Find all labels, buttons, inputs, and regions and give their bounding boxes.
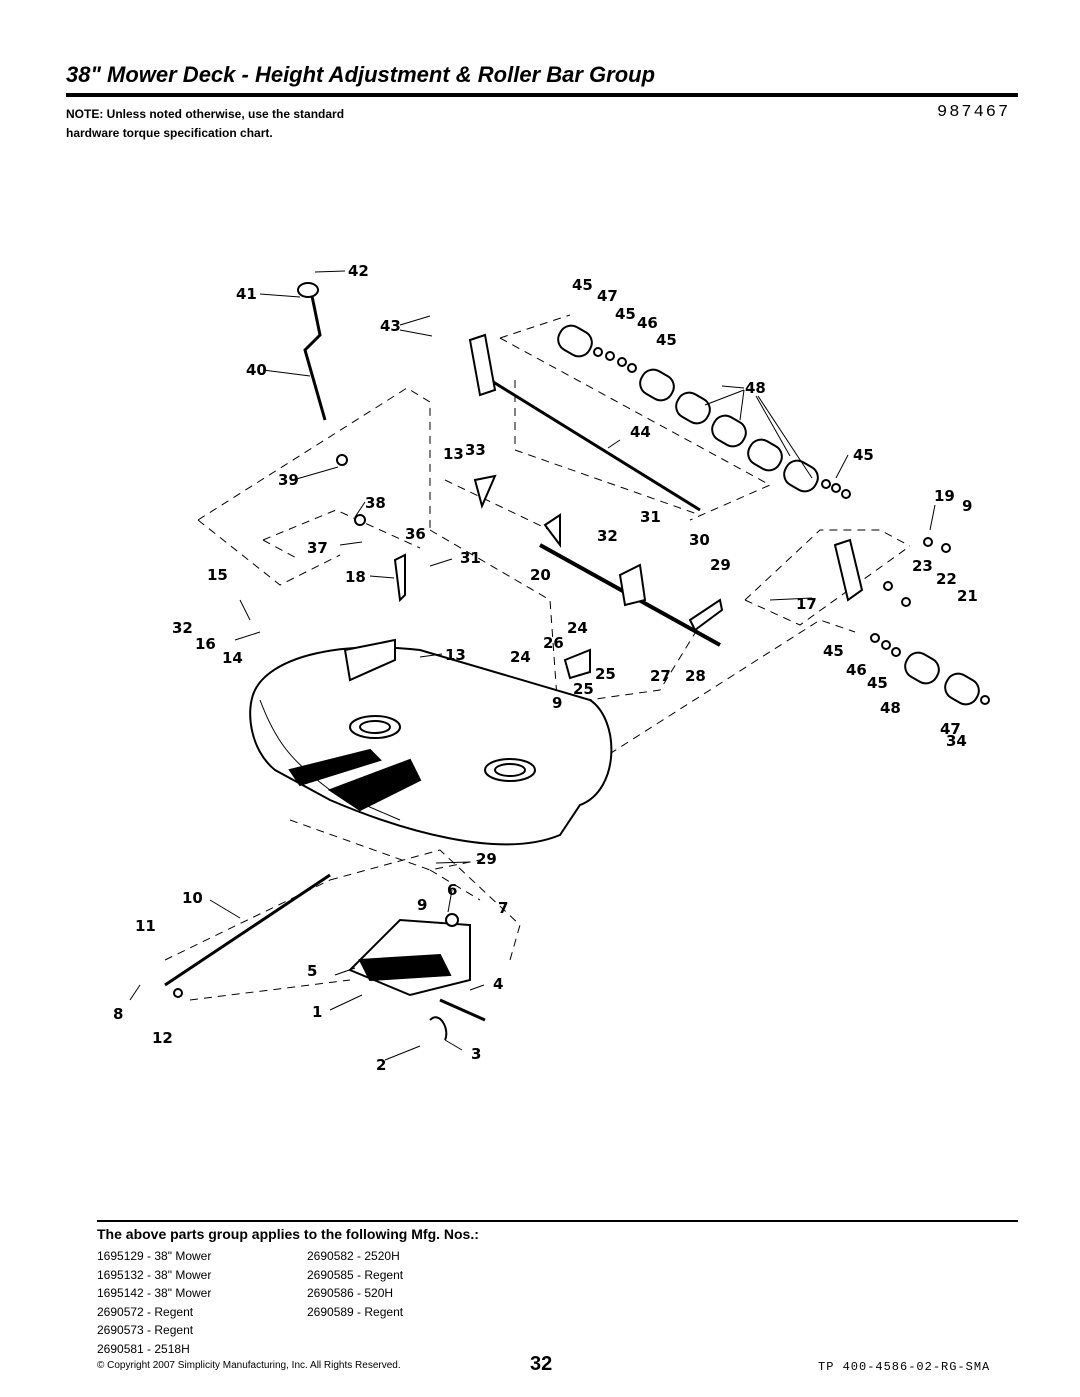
applicability-rule <box>97 1220 1018 1222</box>
callout-40: 40 <box>246 361 267 379</box>
callout-15: 15 <box>207 566 228 584</box>
callout-45: 45 <box>867 674 888 692</box>
callout-3: 3 <box>471 1045 481 1063</box>
callout-4: 4 <box>493 975 503 993</box>
callout-26: 26 <box>543 634 564 652</box>
callout-16: 16 <box>195 635 216 653</box>
callout-25: 25 <box>595 665 616 683</box>
callout-6: 6 <box>447 881 457 899</box>
model-column-2: 2690582 - 2520H 2690585 - Regent 2690586… <box>307 1247 403 1321</box>
callout-45: 45 <box>615 305 636 323</box>
torque-note: NOTE: Unless noted otherwise, use the st… <box>66 107 345 140</box>
callout-45: 45 <box>823 642 844 660</box>
callout-11: 11 <box>135 917 156 935</box>
callout-19: 19 <box>934 487 955 505</box>
callout-25: 25 <box>573 680 594 698</box>
model-number: 2690582 - 2520H <box>307 1249 400 1263</box>
applicability-heading: The above parts group applies to the fol… <box>97 1226 479 1242</box>
callout-27: 27 <box>650 667 671 685</box>
deck-shell <box>249 638 613 846</box>
callout-34: 34 <box>946 732 967 750</box>
callout-45: 45 <box>572 276 593 294</box>
callout-9: 9 <box>552 694 562 712</box>
callout-38: 38 <box>365 494 386 512</box>
dashed-guide-lines <box>164 314 911 1001</box>
model-number: 2690572 - Regent <box>97 1304 194 1319</box>
front-pivot <box>164 873 486 1041</box>
callout-17: 17 <box>796 595 817 613</box>
model-number: 2690581 - 2518H <box>97 1341 190 1356</box>
leader-lines <box>129 270 936 1061</box>
callout-13: 13 <box>443 445 464 463</box>
callout-18: 18 <box>345 568 366 586</box>
title-rule <box>66 93 1018 97</box>
callout-2: 2 <box>376 1056 386 1074</box>
callout-47: 47 <box>940 720 961 738</box>
callout-37: 37 <box>307 539 328 557</box>
callout-20: 20 <box>530 566 551 584</box>
model-number: 2690586 - 520H <box>307 1286 394 1301</box>
model-number: 2690589 - Regent <box>307 1304 404 1319</box>
callout-30: 30 <box>689 531 710 549</box>
model-number: 2690585 - Regent <box>307 1267 404 1282</box>
callout-48: 48 <box>745 379 766 397</box>
callout-36: 36 <box>405 525 426 543</box>
callout-22: 22 <box>936 570 957 588</box>
model-number: 2690573 - Regent <box>97 1323 194 1338</box>
callout-14: 14 <box>222 649 243 667</box>
document-code: TP 400-4586-02-RG-SMA <box>818 1360 991 1374</box>
callout-31: 31 <box>640 508 661 526</box>
roller-bar-upper <box>468 324 851 512</box>
callout-48: 48 <box>880 699 901 717</box>
callout-7: 7 <box>498 899 508 917</box>
callout-13: 13 <box>445 646 466 664</box>
adjustment-shaft <box>393 474 724 680</box>
callout-32: 32 <box>172 619 193 637</box>
model-number: 1695129 - 38" Mower <box>97 1249 212 1263</box>
height-lever <box>297 282 366 526</box>
model-column-1: 1695129 - 38" Mower 1695132 - 38" Mower … <box>97 1247 211 1359</box>
copyright-notice: © Copyright 2007 Simplicity Manufacturin… <box>97 1360 401 1371</box>
callout-9: 9 <box>962 497 972 515</box>
callout-5: 5 <box>307 962 317 980</box>
callout-46: 46 <box>637 314 658 332</box>
diagram-number: 987467 <box>937 103 1011 122</box>
callout-10: 10 <box>182 889 203 907</box>
callout-33: 33 <box>465 441 486 459</box>
callout-32: 32 <box>597 527 618 545</box>
callout-8: 8 <box>113 1005 123 1023</box>
callout-labels: 42 41 43 40 39 13 33 38 36 37 15 18 31 3… <box>113 262 978 1074</box>
callout-45: 45 <box>656 331 677 349</box>
callout-31: 31 <box>460 549 481 567</box>
page-title: 38" Mower Deck - Height Adjustment & Rol… <box>66 62 656 87</box>
callout-44: 44 <box>630 423 651 441</box>
callout-29: 29 <box>710 556 731 574</box>
callout-43: 43 <box>380 317 401 335</box>
callout-9: 9 <box>417 896 427 914</box>
callout-12: 12 <box>152 1029 173 1047</box>
callout-39: 39 <box>278 471 299 489</box>
page-number: 32 <box>530 1353 553 1375</box>
callout-42: 42 <box>348 262 369 280</box>
callout-41: 41 <box>236 285 257 303</box>
callout-46: 46 <box>846 661 867 679</box>
callout-28: 28 <box>685 667 706 685</box>
callout-1: 1 <box>312 1003 322 1021</box>
callout-47: 47 <box>597 287 618 305</box>
callout-45: 45 <box>853 446 874 464</box>
callout-23: 23 <box>912 557 933 575</box>
roller-bar-right <box>833 537 990 706</box>
callout-24: 24 <box>510 648 531 666</box>
parts-diagram: 42 41 43 40 39 13 33 38 36 37 15 18 31 3… <box>113 262 990 1074</box>
model-number: 1695142 - 38" Mower <box>97 1286 212 1301</box>
callout-24: 24 <box>567 619 588 637</box>
model-number: 1695132 - 38" Mower <box>97 1267 212 1282</box>
callout-21: 21 <box>957 587 978 605</box>
callout-29: 29 <box>476 850 497 868</box>
